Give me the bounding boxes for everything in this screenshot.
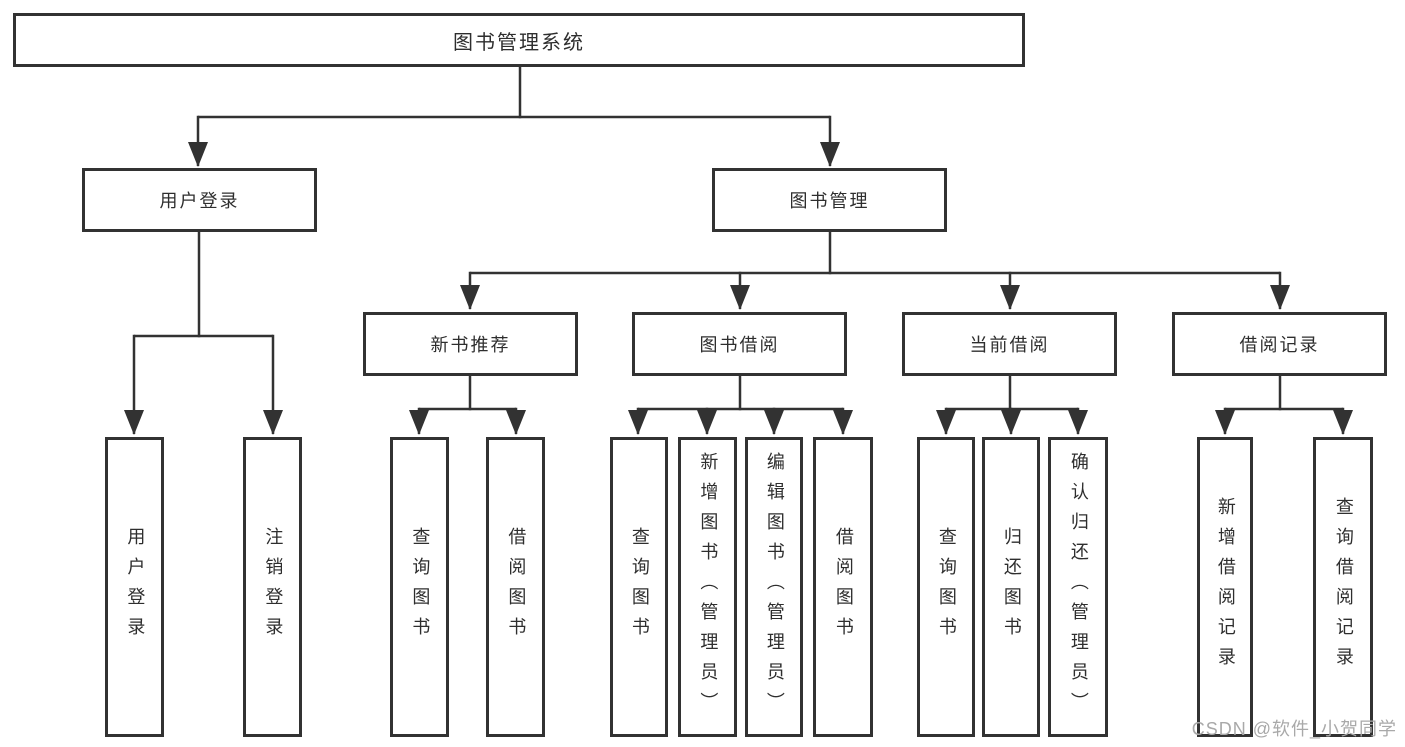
leaf-logout: 注销登录 xyxy=(243,437,302,737)
leaf-user-login-label: 用户登录 xyxy=(125,527,146,647)
leaf-edit-book-admin-label: 编辑图书（管理员） xyxy=(764,452,785,722)
leaf-borrow-books: 借阅图书 xyxy=(813,437,873,737)
leaf-user-login: 用户登录 xyxy=(105,437,164,737)
leaf-query-books-borrow: 查询图书 xyxy=(610,437,668,737)
leaf-borrow-books-recommend: 借阅图书 xyxy=(486,437,545,737)
connector-user-login-children xyxy=(124,232,283,435)
leaf-add-book-admin: 新增图书（管理员） xyxy=(678,437,737,737)
leaf-confirm-return-admin: 确认归还（管理员） xyxy=(1048,437,1108,737)
leaf-edit-book-admin: 编辑图书（管理员） xyxy=(745,437,803,737)
leaf-query-borrow-record: 查询借阅记录 xyxy=(1313,437,1373,737)
node-book-borrowing: 图书借阅 xyxy=(632,312,847,376)
connector-root-to-level2 xyxy=(188,67,840,167)
connector-current-borrow-children xyxy=(936,376,1088,435)
leaf-query-books-recommend-label: 查询图书 xyxy=(410,527,431,647)
leaf-add-borrow-record: 新增借阅记录 xyxy=(1197,437,1253,737)
leaf-add-borrow-record-label: 新增借阅记录 xyxy=(1215,497,1236,677)
node-borrowing-records: 借阅记录 xyxy=(1172,312,1387,376)
leaf-add-book-admin-label: 新增图书（管理员） xyxy=(698,452,719,722)
leaf-return-books: 归还图书 xyxy=(982,437,1040,737)
node-current-borrowing: 当前借阅 xyxy=(902,312,1117,376)
node-user-login: 用户登录 xyxy=(82,168,317,232)
leaf-borrow-books-recommend-label: 借阅图书 xyxy=(506,527,527,647)
connector-book-management-children xyxy=(460,232,1290,310)
leaf-borrow-books-label: 借阅图书 xyxy=(833,527,854,647)
leaf-query-borrow-record-label: 查询借阅记录 xyxy=(1333,497,1354,677)
leaf-confirm-return-admin-label: 确认归还（管理员） xyxy=(1068,452,1089,722)
connector-borrow-record-children xyxy=(1215,376,1353,435)
leaf-query-books-borrow-label: 查询图书 xyxy=(629,527,650,647)
watermark: CSDN @软件_小贺同学 xyxy=(1191,719,1397,739)
connector-book-borrow-children xyxy=(628,376,853,435)
connector-new-book-children xyxy=(409,376,526,435)
leaf-return-books-label: 归还图书 xyxy=(1001,527,1022,647)
node-library-system: 图书管理系统 xyxy=(13,13,1025,67)
node-book-management: 图书管理 xyxy=(712,168,947,232)
leaf-query-books-current: 查询图书 xyxy=(917,437,975,737)
leaf-logout-label: 注销登录 xyxy=(263,527,284,647)
node-new-book-recommend: 新书推荐 xyxy=(363,312,578,376)
leaf-query-books-recommend: 查询图书 xyxy=(390,437,449,737)
leaf-query-books-current-label: 查询图书 xyxy=(936,527,957,647)
